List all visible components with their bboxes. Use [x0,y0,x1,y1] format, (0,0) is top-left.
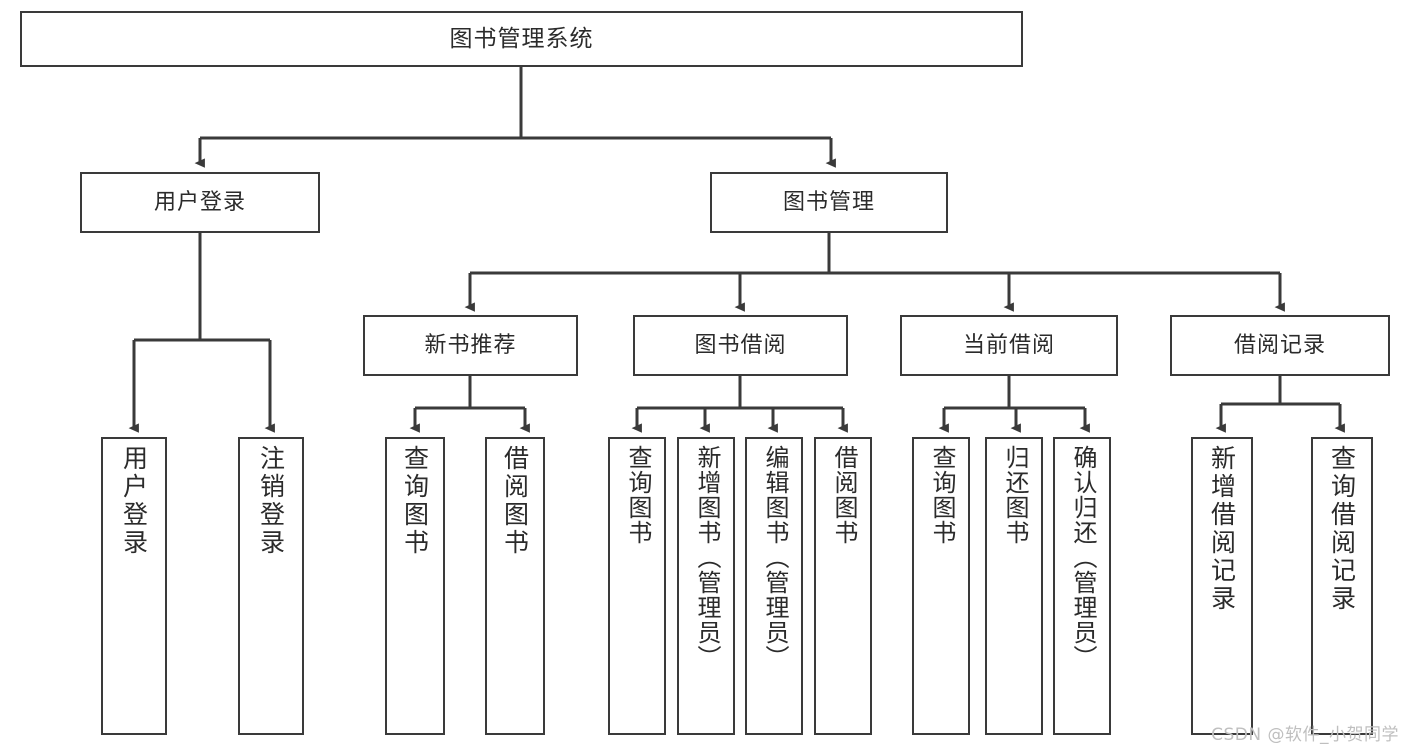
node-book-management[interactable]: 图书管理 [710,172,948,233]
node-label: 查询借阅记录 [1327,445,1357,613]
node-label: 查询图书 [623,445,652,545]
leaf-current-borrow-confirm[interactable]: 确认归还（管理员） [1053,437,1111,735]
node-label: 查询图书 [400,445,430,557]
node-label: 新增图书（管理员） [692,445,721,670]
node-current-borrow[interactable]: 当前借阅 [900,315,1118,376]
node-label: 编辑图书（管理员） [760,445,789,670]
node-label: 当前借阅 [962,332,1055,358]
node-label: 借阅图书 [829,445,858,545]
node-label: 图书借阅 [694,332,787,358]
watermark-text: CSDN @软件_小贺同学 [1211,725,1399,745]
node-label: 新增借阅记录 [1207,445,1237,613]
leaf-book-borrow-borrow[interactable]: 借阅图书 [814,437,872,735]
node-label: 图书管理系统 [449,25,594,52]
leaf-book-borrow-edit[interactable]: 编辑图书（管理员） [745,437,803,735]
node-label: 新书推荐 [424,332,517,358]
leaf-borrow-record-query[interactable]: 查询借阅记录 [1311,437,1373,735]
leaf-borrow-record-add[interactable]: 新增借阅记录 [1191,437,1253,735]
node-label: 用户登录 [119,445,149,557]
leaf-book-borrow-query[interactable]: 查询图书 [608,437,666,735]
node-label: 借阅记录 [1233,332,1326,358]
node-label: 归还图书 [1000,445,1029,545]
leaf-current-borrow-return[interactable]: 归还图书 [985,437,1043,735]
node-label: 图书管理 [782,189,875,215]
node-root-system[interactable]: 图书管理系统 [20,11,1023,67]
node-borrow-record[interactable]: 借阅记录 [1170,315,1390,376]
leaf-new-book-query[interactable]: 查询图书 [385,437,445,735]
node-label: 借阅图书 [500,445,530,557]
leaf-user-login-signin[interactable]: 用户登录 [101,437,167,735]
leaf-current-borrow-query[interactable]: 查询图书 [912,437,970,735]
leaf-user-login-signout[interactable]: 注销登录 [238,437,304,735]
node-new-book-recommend[interactable]: 新书推荐 [363,315,578,376]
node-label: 用户登录 [153,189,246,215]
node-label: 查询图书 [927,445,956,545]
leaf-new-book-borrow[interactable]: 借阅图书 [485,437,545,735]
leaf-book-borrow-add[interactable]: 新增图书（管理员） [677,437,735,735]
node-label: 注销登录 [256,445,286,557]
node-book-borrow[interactable]: 图书借阅 [633,315,848,376]
node-label: 确认归还（管理员） [1068,445,1097,670]
node-user-login[interactable]: 用户登录 [80,172,320,233]
